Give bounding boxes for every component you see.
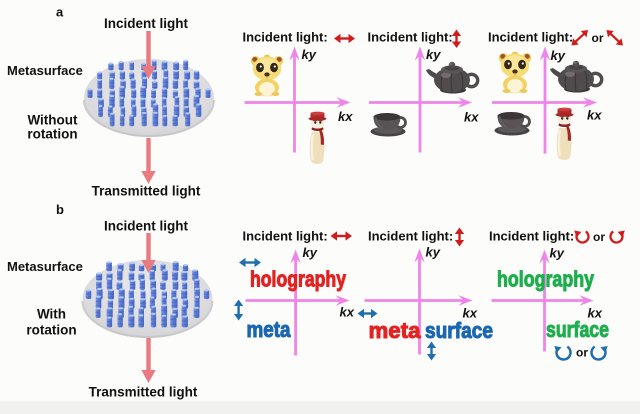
svg-text:holography: holography — [497, 267, 595, 292]
svg-text:holography: holography — [250, 267, 347, 292]
svg-text:kx: kx — [464, 110, 479, 125]
svg-text:kx: kx — [340, 305, 355, 320]
svg-text:meta: meta — [369, 318, 422, 343]
svg-text:ky: ky — [550, 246, 565, 261]
svg-text:or: or — [593, 230, 605, 244]
svg-text:or: or — [592, 31, 604, 45]
svg-text:Without: Without — [27, 113, 78, 128]
svg-text:Incident light:: Incident light: — [368, 30, 453, 45]
svg-text:Incident light:: Incident light: — [488, 30, 573, 45]
svg-text:kx: kx — [463, 306, 478, 321]
svg-text:ky: ky — [302, 47, 317, 62]
svg-text:ky: ky — [426, 245, 441, 260]
svg-text:b: b — [56, 202, 64, 217]
svg-text:Incident light:: Incident light: — [243, 30, 328, 45]
svg-text:surface: surface — [425, 318, 493, 343]
svg-text:Metasurface: Metasurface — [7, 259, 83, 274]
svg-text:Incident light:: Incident light: — [243, 229, 328, 244]
svg-text:Incident light:: Incident light: — [489, 229, 574, 244]
svg-text:meta: meta — [247, 317, 292, 342]
svg-text:Incident light: Incident light — [104, 16, 188, 31]
svg-text:surface: surface — [546, 317, 609, 342]
svg-text:a: a — [56, 5, 64, 20]
svg-text:kx: kx — [338, 109, 353, 124]
svg-text:or: or — [576, 346, 588, 360]
svg-text:ky: ky — [426, 47, 441, 62]
svg-text:Transmitted light: Transmitted light — [92, 184, 201, 199]
svg-text:With: With — [37, 307, 66, 322]
svg-text:kx: kx — [587, 108, 602, 123]
svg-text:kx: kx — [588, 306, 603, 321]
svg-text:Metasurface: Metasurface — [7, 63, 83, 78]
svg-text:Incident light: Incident light — [104, 219, 188, 234]
svg-text:Transmitted light: Transmitted light — [89, 385, 198, 400]
svg-text:ky: ky — [551, 48, 566, 63]
svg-text:ky: ky — [303, 245, 318, 260]
svg-text:Incident light:: Incident light: — [368, 229, 453, 244]
svg-text:rotation: rotation — [27, 127, 77, 142]
svg-text:rotation: rotation — [26, 323, 76, 338]
